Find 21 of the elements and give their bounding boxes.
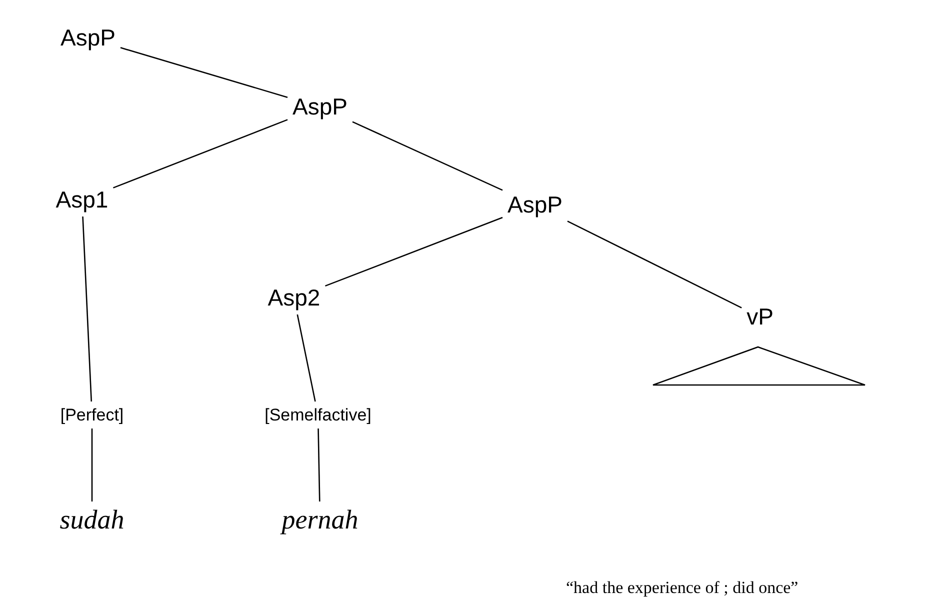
category-label: AspP: [292, 96, 348, 118]
tree-branch-line: [318, 428, 320, 502]
feature-label: [Perfect]: [60, 406, 124, 424]
tree-branch-line: [324, 216, 503, 287]
word-label: sudah: [60, 506, 124, 534]
tree-branch-line: [82, 216, 92, 402]
triangle-shape: [652, 346, 866, 386]
tree-branch-line: [352, 121, 503, 191]
tree-branch-line: [567, 220, 742, 308]
category-label: AspP: [60, 26, 116, 50]
word-label: pernah: [282, 506, 358, 534]
feature-label: [Semelfactive]: [264, 406, 372, 424]
category-label: Asp1: [56, 188, 108, 212]
category-label: AspP: [508, 194, 562, 216]
tree-branch-line: [120, 47, 288, 98]
tree-branch-line: [296, 314, 316, 402]
category-label: vP: [746, 306, 774, 328]
tree-branch-line: [91, 428, 93, 502]
category-label: Asp2: [268, 286, 320, 310]
tree-branch-line: [112, 119, 288, 188]
gloss-text: “had the experience of ; did once”: [566, 579, 798, 596]
